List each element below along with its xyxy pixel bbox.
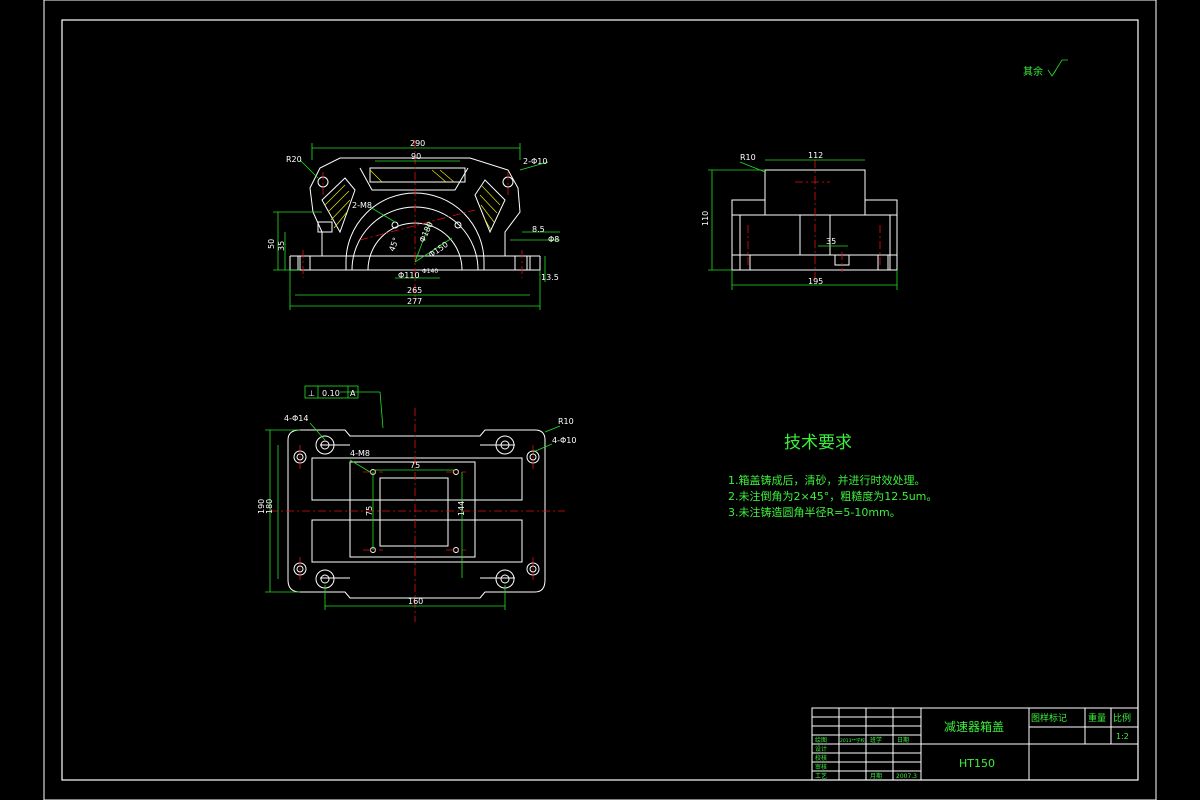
dim-phi8: Φ8: [548, 235, 559, 244]
top-dim-75: 75: [410, 461, 420, 470]
dim-35: 35: [277, 241, 286, 251]
row-label-review: 审核: [815, 763, 827, 771]
tech-requirement-3: 3.未注铸造圆角半径R=5-10mm。: [728, 505, 901, 519]
top-dim-75-vertical: 75: [365, 506, 374, 516]
side-dim-r10: R10: [740, 153, 756, 162]
top-dim-4-m8: 4-M8: [350, 449, 370, 458]
top-dim-r10: R10: [558, 417, 574, 426]
dim-phi180: Φ180: [418, 220, 435, 243]
tech-requirement-2: 2.未注倒角为2×45°，粗糙度为12.5um。: [728, 489, 937, 503]
top-dim-144: 144: [457, 501, 466, 516]
dim-2-m8: 2-M8: [352, 201, 372, 210]
tol-value: 0.10: [322, 389, 340, 398]
tech-requirement-1: 1.箱盖铸成后，清砂，并进行时效处理。: [728, 473, 926, 487]
tech-requirements: 技术要求 1.箱盖铸成后，清砂，并进行时效处理。 2.未注倒角为2×45°，粗糙…: [728, 433, 937, 519]
dim-265: 265: [407, 286, 422, 295]
side-dim-195: 195: [808, 277, 823, 286]
row-label-process: 工艺: [815, 772, 827, 780]
row-draw-c3: 日期: [897, 736, 909, 744]
row-process-c2: 月期: [870, 772, 882, 780]
top-dim-160: 160: [408, 597, 423, 606]
row-draw-c2: 班学: [870, 736, 882, 744]
row-label-draw: 绘图: [815, 736, 827, 744]
title-block: 减速器箱盖 HT150 图样标记 重量 比例 1:2 绘图 2013**学校 班…: [811, 707, 1139, 781]
roughness-symbol-icon: [1047, 59, 1068, 77]
dim-13-5: 13.5: [541, 273, 559, 282]
tech-requirements-title: 技术要求: [784, 433, 852, 453]
col-header-scale: 比例: [1113, 712, 1131, 724]
top-dim-4-phi14: 4-Φ14: [284, 414, 308, 423]
dim-2-phi10: 2-Φ10: [523, 157, 547, 166]
dim-50: 50: [267, 239, 276, 249]
roughness-label: 其余: [1023, 65, 1043, 78]
roughness-note: 其余: [1023, 59, 1068, 78]
dim-phi110: Φ110: [398, 271, 420, 280]
dim-phi140: Φ140: [422, 268, 438, 275]
tolerance-frame: ⊥ 0.10 A: [304, 385, 359, 399]
top-dim-190: 190: [257, 499, 266, 514]
tol-symbol: ⊥: [308, 389, 315, 398]
dim-90: 90: [411, 152, 421, 161]
part-name: 减速器箱盖: [944, 719, 1004, 734]
tol-datum: A: [350, 389, 356, 398]
outer-border: [43, 0, 1157, 800]
top-dim-180: 180: [265, 499, 274, 514]
material: HT150: [959, 757, 995, 770]
row-label-design: 设计: [815, 745, 827, 753]
row-process-c3: 2007.3: [896, 773, 917, 780]
scale-value: 1:2: [1116, 732, 1129, 741]
dim-phi150: Φ150: [427, 240, 450, 260]
dim-r20: R20: [286, 155, 302, 164]
dim-8-5: 8.5: [532, 225, 545, 234]
dim-45deg: 45°: [387, 236, 400, 252]
dim-277: 277: [407, 297, 422, 306]
col-header-marking: 图样标记: [1031, 712, 1067, 724]
front-view: 290 90 R20 2-Φ10 2-M8 265 277 50 35 8.5 …: [267, 139, 560, 310]
side-dim-110: 110: [701, 211, 710, 226]
dim-290: 290: [410, 139, 425, 148]
inner-frame: [61, 19, 1139, 781]
side-view: R10 112 110 35 195: [701, 151, 898, 290]
row-label-check: 校核: [815, 754, 827, 762]
top-dim-4-phi10: 4-Φ10: [552, 436, 576, 445]
side-dim-35: 35: [826, 237, 836, 246]
col-header-weight: 重量: [1088, 712, 1106, 724]
top-view: ⊥ 0.10 A 4-Φ14 4-M8 75 160 180 190 75 14…: [257, 385, 576, 622]
row-draw-c1: 2013**学校: [840, 737, 865, 744]
side-dim-112: 112: [808, 151, 823, 160]
